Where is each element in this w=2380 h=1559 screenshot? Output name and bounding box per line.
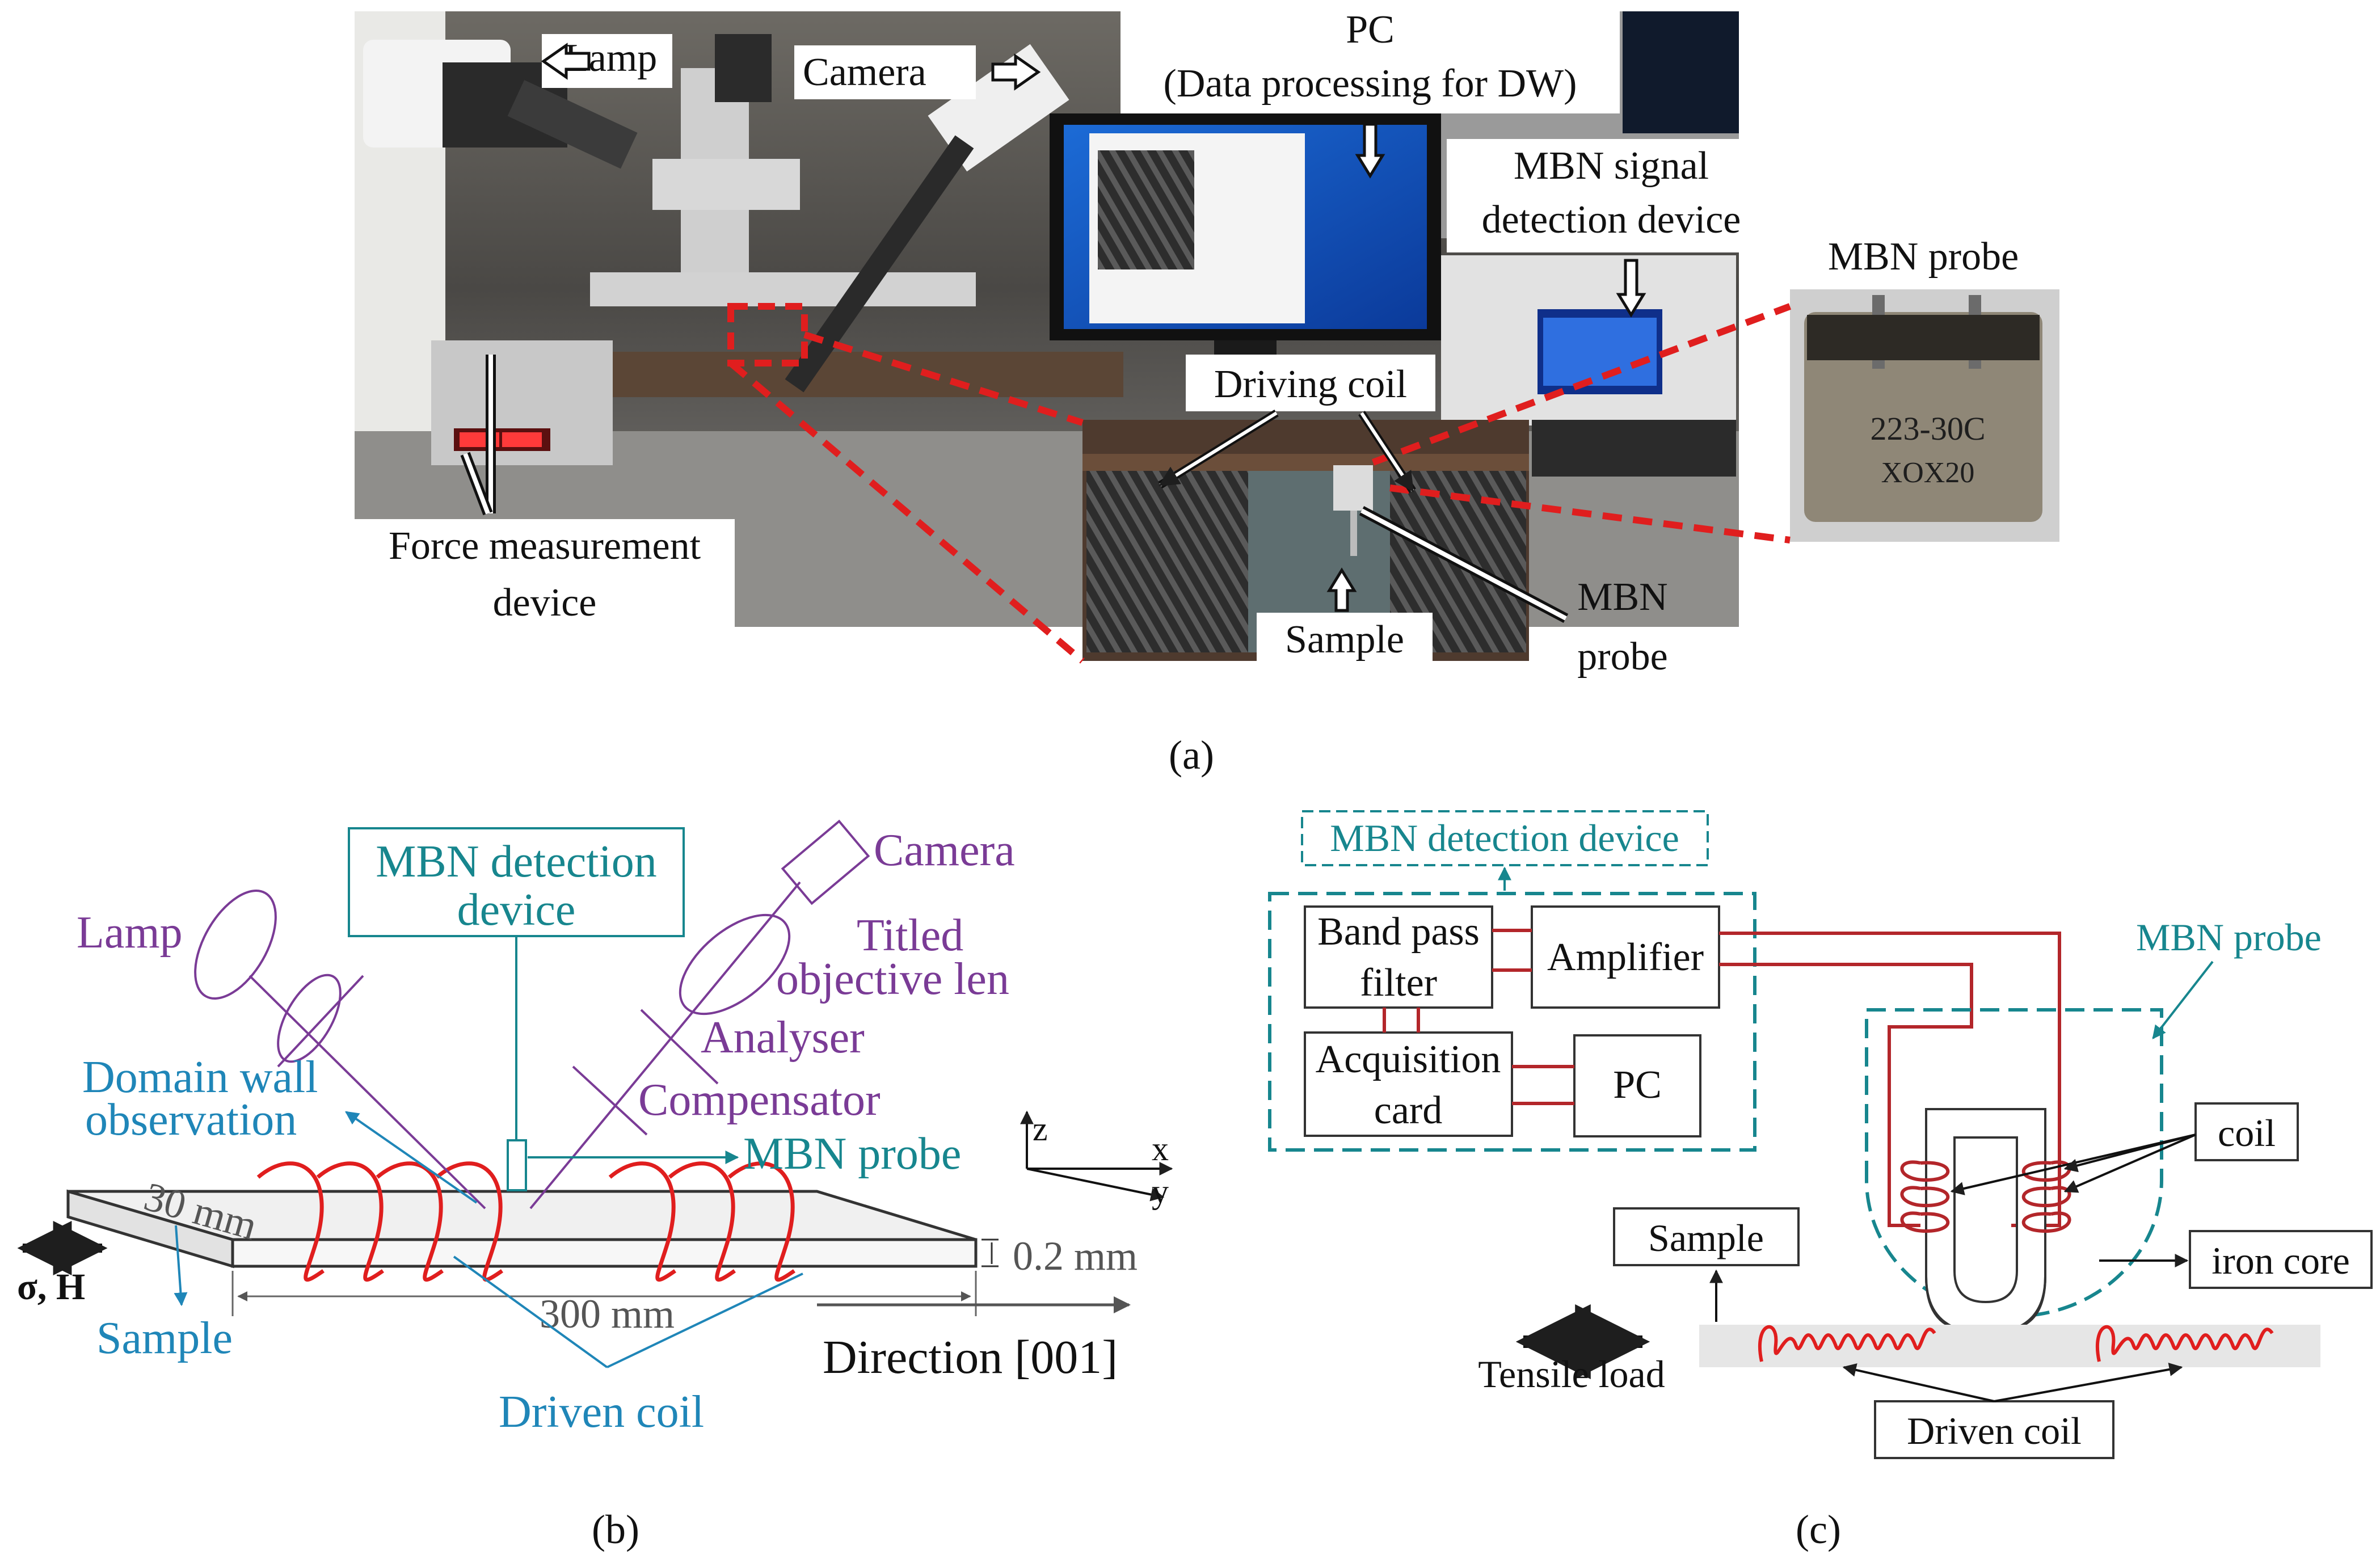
mbn-detection-box <box>348 827 685 937</box>
axis-z: z <box>1033 1110 1048 1148</box>
mbn-probe-inset-label: MBN probe <box>1828 235 2019 279</box>
axis-x: x <box>1152 1130 1169 1168</box>
mbn-signal-label-line2: detection device <box>1482 198 1741 242</box>
axis-y: y <box>1152 1173 1169 1210</box>
lamp-icon <box>194 890 277 1000</box>
mbn-detection-line2: device <box>457 885 576 935</box>
coil-label: coil <box>2218 1111 2276 1154</box>
probe-coil-left <box>1900 1160 1950 1233</box>
panel-a: 223-30C XOX20 Lamp Camera PC (Data proce… <box>355 6 2059 778</box>
sample-strip-c <box>1699 1325 2320 1367</box>
lamp-label-b: Lamp <box>77 908 183 958</box>
band-pass-line2: filter <box>1360 961 1437 1005</box>
titled-lens-line2: objective len <box>776 954 1009 1004</box>
pc-monitor-photo <box>1050 113 1441 363</box>
driven-coil-label-box-c <box>1874 1400 2114 1459</box>
driven-coil-right <box>608 1161 796 1282</box>
probe-wiring <box>1719 932 2061 1227</box>
microscope-photo-icon <box>590 34 1123 397</box>
driving-coil-label: Driving coil <box>1214 363 1407 406</box>
coordinate-axes <box>1020 1110 1173 1202</box>
mbn-detection-title: MBN detection device <box>1330 816 1679 859</box>
amplifier-box <box>1531 905 1720 1009</box>
iron-core-icon <box>1925 1108 2046 1335</box>
camera-icon <box>781 819 870 905</box>
direction-label: Direction [001] <box>823 1331 1118 1384</box>
pc-label-c: PC <box>1613 1063 1662 1107</box>
band-pass-filter-box <box>1304 905 1493 1009</box>
titled-lens-line1: Titled <box>857 911 963 960</box>
driven-coil-c-left <box>1758 1325 1936 1362</box>
panel-c-caption: (c) <box>1796 1507 1841 1552</box>
mbn-device-photo <box>1441 255 1736 477</box>
probe-marking-1: 223-30C <box>1871 410 1986 447</box>
coil-label-box <box>2194 1102 2299 1161</box>
sample-plate <box>66 1189 978 1269</box>
tensile-load-label: Tensile load <box>1478 1352 1665 1396</box>
analyser-label: Analyser <box>701 1013 865 1063</box>
force-device-photo <box>431 340 613 465</box>
pc-box <box>1573 1034 1701 1137</box>
mbn-detection-line1: MBN detection <box>376 837 656 887</box>
iron-core-label: iron core <box>2211 1239 2350 1282</box>
internal-wiring <box>1383 929 1574 1105</box>
mbn-probe-icon <box>507 1139 527 1191</box>
panel-b: MBN detection device Camera Lamp Titled … <box>17 819 1173 1552</box>
dim-300mm: 300 mm <box>540 1291 675 1337</box>
sample-label-box-c <box>1613 1207 1800 1266</box>
sample-label-b: Sample <box>96 1313 233 1363</box>
acquisition-line1: Acquisition <box>1316 1038 1501 1081</box>
driven-coil-label-b: Driven coil <box>499 1387 704 1437</box>
mbn-detection-title-box <box>1301 810 1709 866</box>
inset-connectors <box>728 303 1792 664</box>
lamp-optics <box>194 890 486 1210</box>
mbn-probe-boundary <box>1865 1008 2163 1318</box>
mbn-probe-inset: 223-30C XOX20 <box>1790 289 2059 542</box>
mbn-signal-label-line1: MBN signal <box>1514 144 1709 188</box>
acquisition-line2: card <box>1374 1089 1442 1132</box>
lamp-photo-icon <box>363 40 638 169</box>
highlight-region <box>727 303 808 366</box>
mbn-probe-photo-label-line1: MBN <box>1577 575 1667 619</box>
camera-optics <box>529 819 870 1210</box>
mbn-probe-label-b: MBN probe <box>743 1129 961 1179</box>
pc-label-line2: (Data processing for DW) <box>1164 62 1577 106</box>
driven-coil-label-c: Driven coil <box>1907 1409 2082 1452</box>
amplifier-label: Amplifier <box>1547 936 1704 979</box>
sigma-h-label: σ, H <box>17 1266 85 1308</box>
force-label-line1: Force measurement <box>389 524 701 568</box>
camera-label-b: Camera <box>874 825 1015 875</box>
pc-label-line1: PC <box>1346 8 1395 52</box>
panel-b-caption: (b) <box>592 1507 639 1552</box>
sample-photo-label: Sample <box>1285 618 1404 661</box>
panel-c: MBN detection device Band pass filter Am… <box>1268 810 2373 1552</box>
sample-label-c: Sample <box>1648 1216 1764 1259</box>
probe-marking-2: XOX20 <box>1881 457 1975 489</box>
domain-wall-line2: observation <box>85 1095 297 1145</box>
driven-coil-c-right <box>2095 1325 2274 1362</box>
iron-core-label-box <box>2189 1230 2373 1289</box>
objective-lens-icon <box>679 913 791 1016</box>
force-label-line2: device <box>493 581 597 625</box>
domain-wall-line1: Domain wall <box>82 1052 318 1102</box>
band-pass-line1: Band pass <box>1317 910 1480 954</box>
mbn-detection-device-box <box>1268 892 1756 1152</box>
panel-a-caption: (a) <box>1169 732 1214 778</box>
panel-a-callouts: Lamp Camera PC (Data processing for DW) … <box>355 6 2054 679</box>
acquisition-card-box <box>1304 1031 1513 1137</box>
dim-02mm: 0.2 mm <box>1013 1233 1138 1279</box>
compensator-label: Compensator <box>638 1075 881 1125</box>
mbn-probe-label-c: MBN probe <box>2136 916 2322 959</box>
mbn-probe-photo-label-line2: probe <box>1577 635 1667 679</box>
camera-label: Camera <box>803 50 926 94</box>
